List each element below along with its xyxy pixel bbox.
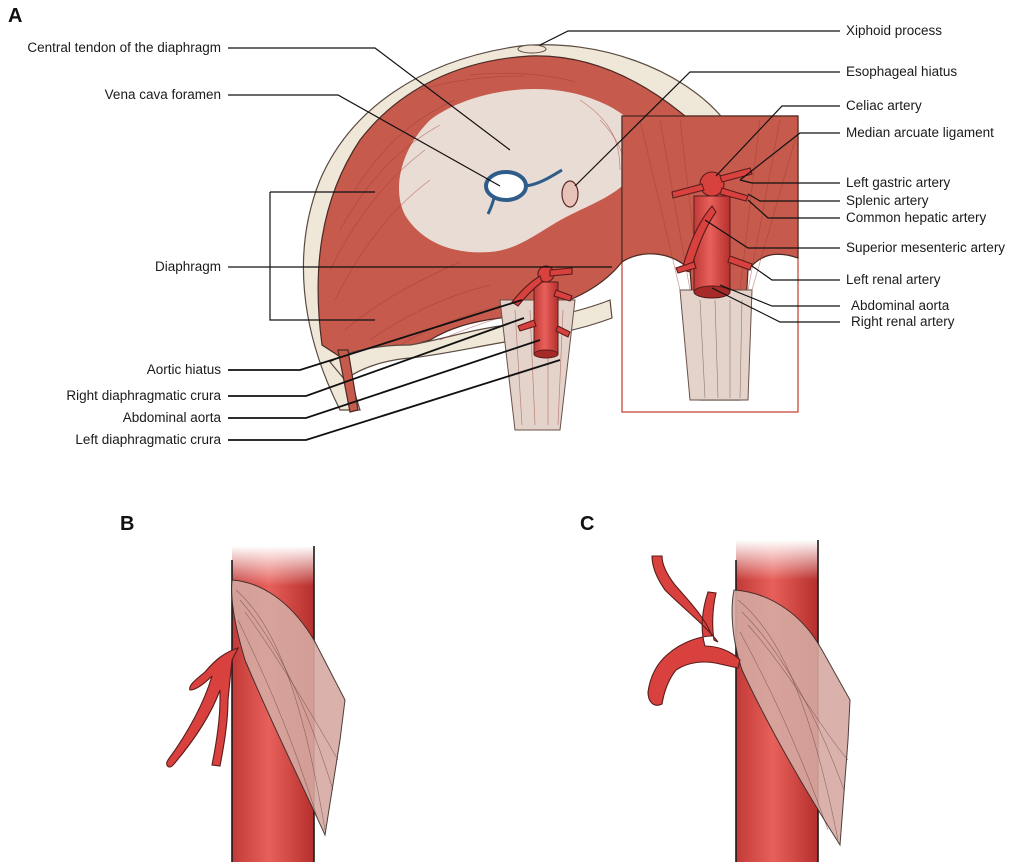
label-left-gastric-artery: Left gastric artery bbox=[846, 175, 951, 190]
celiac-artery-b bbox=[166, 647, 240, 768]
median-arcuate-ligament-b bbox=[231, 579, 346, 837]
inset-illustration bbox=[621, 115, 799, 401]
vena-cava-foramen bbox=[484, 170, 528, 202]
label-left-renal-artery: Left renal artery bbox=[846, 272, 941, 287]
labels-right: Xiphoid process Esophageal hiatus Celiac… bbox=[846, 23, 1005, 329]
panel-letter-a: A bbox=[8, 5, 22, 27]
label-left-crura: Left diaphragmatic crura bbox=[75, 432, 221, 447]
label-diaphragm: Diaphragm bbox=[155, 259, 221, 274]
label-median-arcuate-ligament: Median arcuate ligament bbox=[846, 125, 994, 140]
panel-c-illustration bbox=[647, 540, 851, 862]
celiac-artery-c bbox=[647, 555, 741, 706]
label-vena-cava-foramen: Vena cava foramen bbox=[105, 87, 221, 102]
label-abdominal-aorta-right: Abdominal aorta bbox=[851, 298, 950, 313]
label-esophageal-hiatus: Esophageal hiatus bbox=[846, 64, 957, 79]
leader-lines bbox=[228, 30, 840, 441]
label-splenic-artery: Splenic artery bbox=[846, 193, 929, 208]
label-common-hepatic-artery: Common hepatic artery bbox=[846, 210, 987, 225]
xiphoid-process bbox=[517, 44, 547, 54]
median-arcuate-ligament-c bbox=[731, 589, 851, 847]
label-right-renal-artery: Right renal artery bbox=[851, 314, 955, 329]
label-superior-mesenteric-artery: Superior mesenteric artery bbox=[846, 240, 1005, 255]
panel-letter-c: C bbox=[580, 513, 594, 535]
labels-left: Central tendon of the diaphragm Vena cav… bbox=[27, 40, 221, 447]
central-tendon bbox=[398, 89, 643, 253]
label-xiphoid: Xiphoid process bbox=[846, 23, 942, 38]
label-celiac-artery: Celiac artery bbox=[846, 98, 922, 113]
label-central-tendon: Central tendon of the diaphragm bbox=[27, 40, 221, 55]
panel-letter-b: B bbox=[120, 513, 134, 535]
label-abdominal-aorta-left: Abdominal aorta bbox=[123, 410, 222, 425]
label-aortic-hiatus: Aortic hiatus bbox=[147, 362, 222, 377]
panel-b-illustration bbox=[166, 546, 346, 862]
aorta-main bbox=[511, 265, 573, 359]
label-right-crura: Right diaphragmatic crura bbox=[66, 388, 221, 403]
esophageal-hiatus bbox=[561, 180, 579, 208]
diaphragm-illustration bbox=[302, 44, 799, 431]
